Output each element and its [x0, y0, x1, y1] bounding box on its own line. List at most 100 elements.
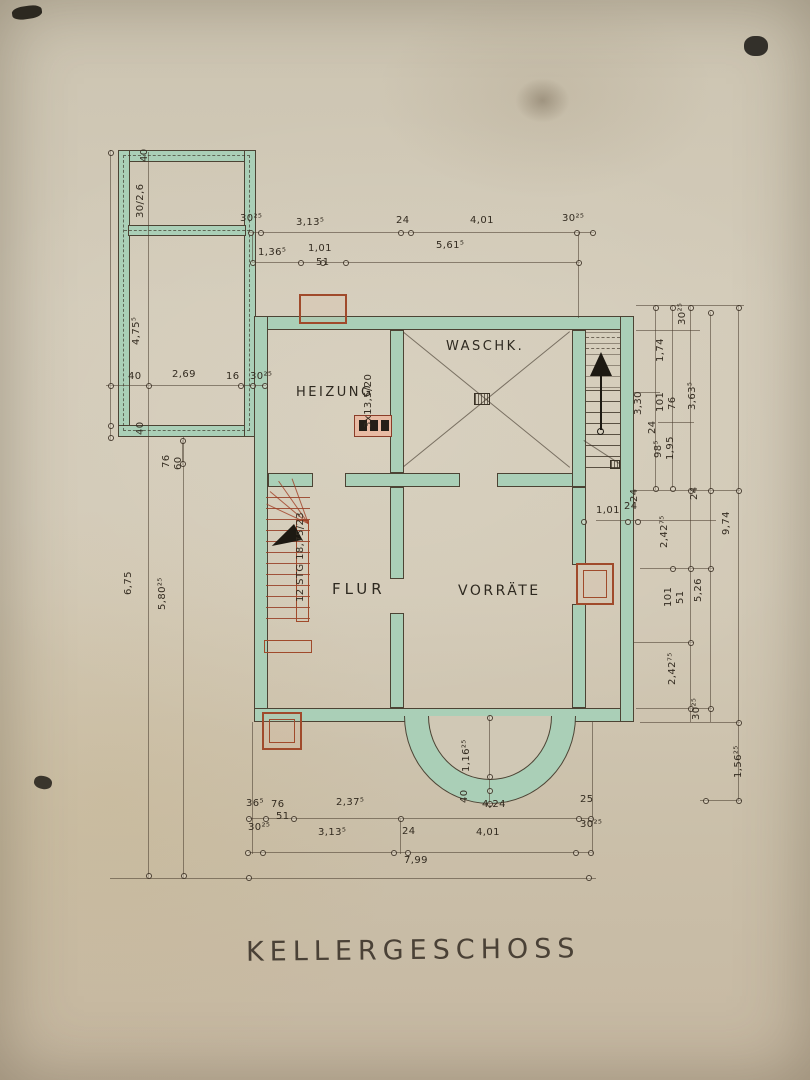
dimension-line [658, 422, 694, 423]
ink-blot [744, 36, 768, 56]
tick [670, 305, 676, 311]
wall [345, 473, 460, 487]
dim-label: 24 [624, 501, 638, 512]
dim-label: 4,75⁵ [131, 316, 142, 345]
stair-landing [264, 640, 312, 653]
tick [291, 816, 297, 822]
dimension-line [148, 152, 149, 878]
dim-label: 40 [128, 371, 142, 382]
dim-label: 1,01 [308, 243, 332, 254]
tick [653, 305, 659, 311]
tick [181, 873, 187, 879]
dim-label: 30²⁵ [248, 822, 271, 833]
window-well-bottom-left [262, 712, 302, 750]
ink-blot [32, 774, 54, 791]
dim-label: 16 [226, 371, 240, 382]
dimension-line [248, 818, 592, 819]
tick [238, 383, 244, 389]
dim-label: 30²⁵ [562, 213, 585, 224]
tick [586, 875, 592, 881]
dimension-line [640, 568, 714, 569]
tick [574, 230, 580, 236]
dashed-flight-line [586, 348, 620, 349]
dim-label: 51 [276, 811, 290, 822]
dim-label: 24 [396, 215, 410, 226]
dim-label: 25 [580, 794, 594, 805]
dimension-line [634, 490, 740, 491]
dim-label: 7,99 [404, 855, 428, 866]
tick [670, 566, 676, 572]
stair-direction-arrow [590, 352, 612, 376]
room-label-flur: FLUR [332, 580, 386, 598]
dimension-line [636, 708, 712, 709]
dim-label: 76 [161, 454, 172, 468]
dim-label: 4,24 [482, 799, 506, 810]
tick [487, 801, 493, 807]
tick [708, 488, 714, 494]
dim-label: 5,61⁵ [436, 240, 465, 251]
tick [262, 383, 268, 389]
room-label-waschkueche: WASCHK. [446, 339, 525, 354]
dimension-line [738, 305, 739, 802]
dim-label: 3,63⁵ [687, 381, 698, 410]
tick [258, 230, 264, 236]
dimension-line [578, 232, 579, 318]
wall [390, 330, 404, 473]
wall [390, 613, 404, 708]
stair-walk-line [600, 372, 602, 430]
tick [108, 435, 114, 441]
tick [670, 486, 676, 492]
dim-label: 3,13⁵ [318, 827, 347, 838]
tick [250, 260, 256, 266]
tick [703, 798, 709, 804]
dimension-line [596, 520, 716, 521]
dim-label: 6,75 [123, 571, 134, 595]
tick [180, 438, 186, 444]
dim-label: 24 [402, 826, 416, 837]
wall [268, 473, 313, 487]
dimension-line [710, 312, 711, 722]
dim-label: 60 [173, 456, 184, 470]
dim-label: 1,95 [665, 436, 676, 460]
dimension-line [592, 722, 593, 854]
tick [688, 488, 694, 494]
dimension-line [634, 642, 694, 643]
dim-label: 30²⁵ [250, 371, 273, 382]
dim-label: 24 [629, 488, 640, 502]
dimension-line [110, 150, 111, 440]
dim-label: 4,01 [476, 827, 500, 838]
tick [576, 816, 582, 822]
tick [708, 310, 714, 316]
dimension-line [636, 330, 700, 331]
dimension-line [248, 232, 594, 233]
tick [146, 873, 152, 879]
stair-walk-line-start [597, 428, 604, 435]
dim-label: 2,42⁷⁵ [667, 652, 678, 685]
dimension-line [400, 818, 401, 854]
dim-label: 40 [135, 421, 146, 435]
dim-label: 40 [459, 789, 470, 803]
tick [581, 519, 587, 525]
room-label-heizung: HEIZUNG [296, 385, 374, 400]
pencil-smudge [515, 78, 570, 123]
dimension-line [672, 305, 673, 488]
dim-label: 51 [316, 257, 330, 268]
tick [736, 488, 742, 494]
floor-drain [610, 460, 620, 469]
dimension-line [634, 392, 660, 393]
dim-label: 1,74 [655, 338, 666, 362]
tick [248, 230, 254, 236]
wall [390, 487, 404, 579]
chimney-flue [370, 420, 378, 431]
dim-label: 3,30 [633, 391, 644, 415]
dim-label: 3,13⁵ [296, 217, 325, 228]
tick [708, 566, 714, 572]
wall [572, 330, 586, 487]
dim-label: 24 [689, 486, 700, 500]
tick [405, 850, 411, 856]
tick [487, 774, 493, 780]
plan-title: KELLERGESCHOSS [245, 933, 581, 968]
dimension-line [183, 437, 184, 878]
dim-label: 51 [675, 590, 686, 604]
